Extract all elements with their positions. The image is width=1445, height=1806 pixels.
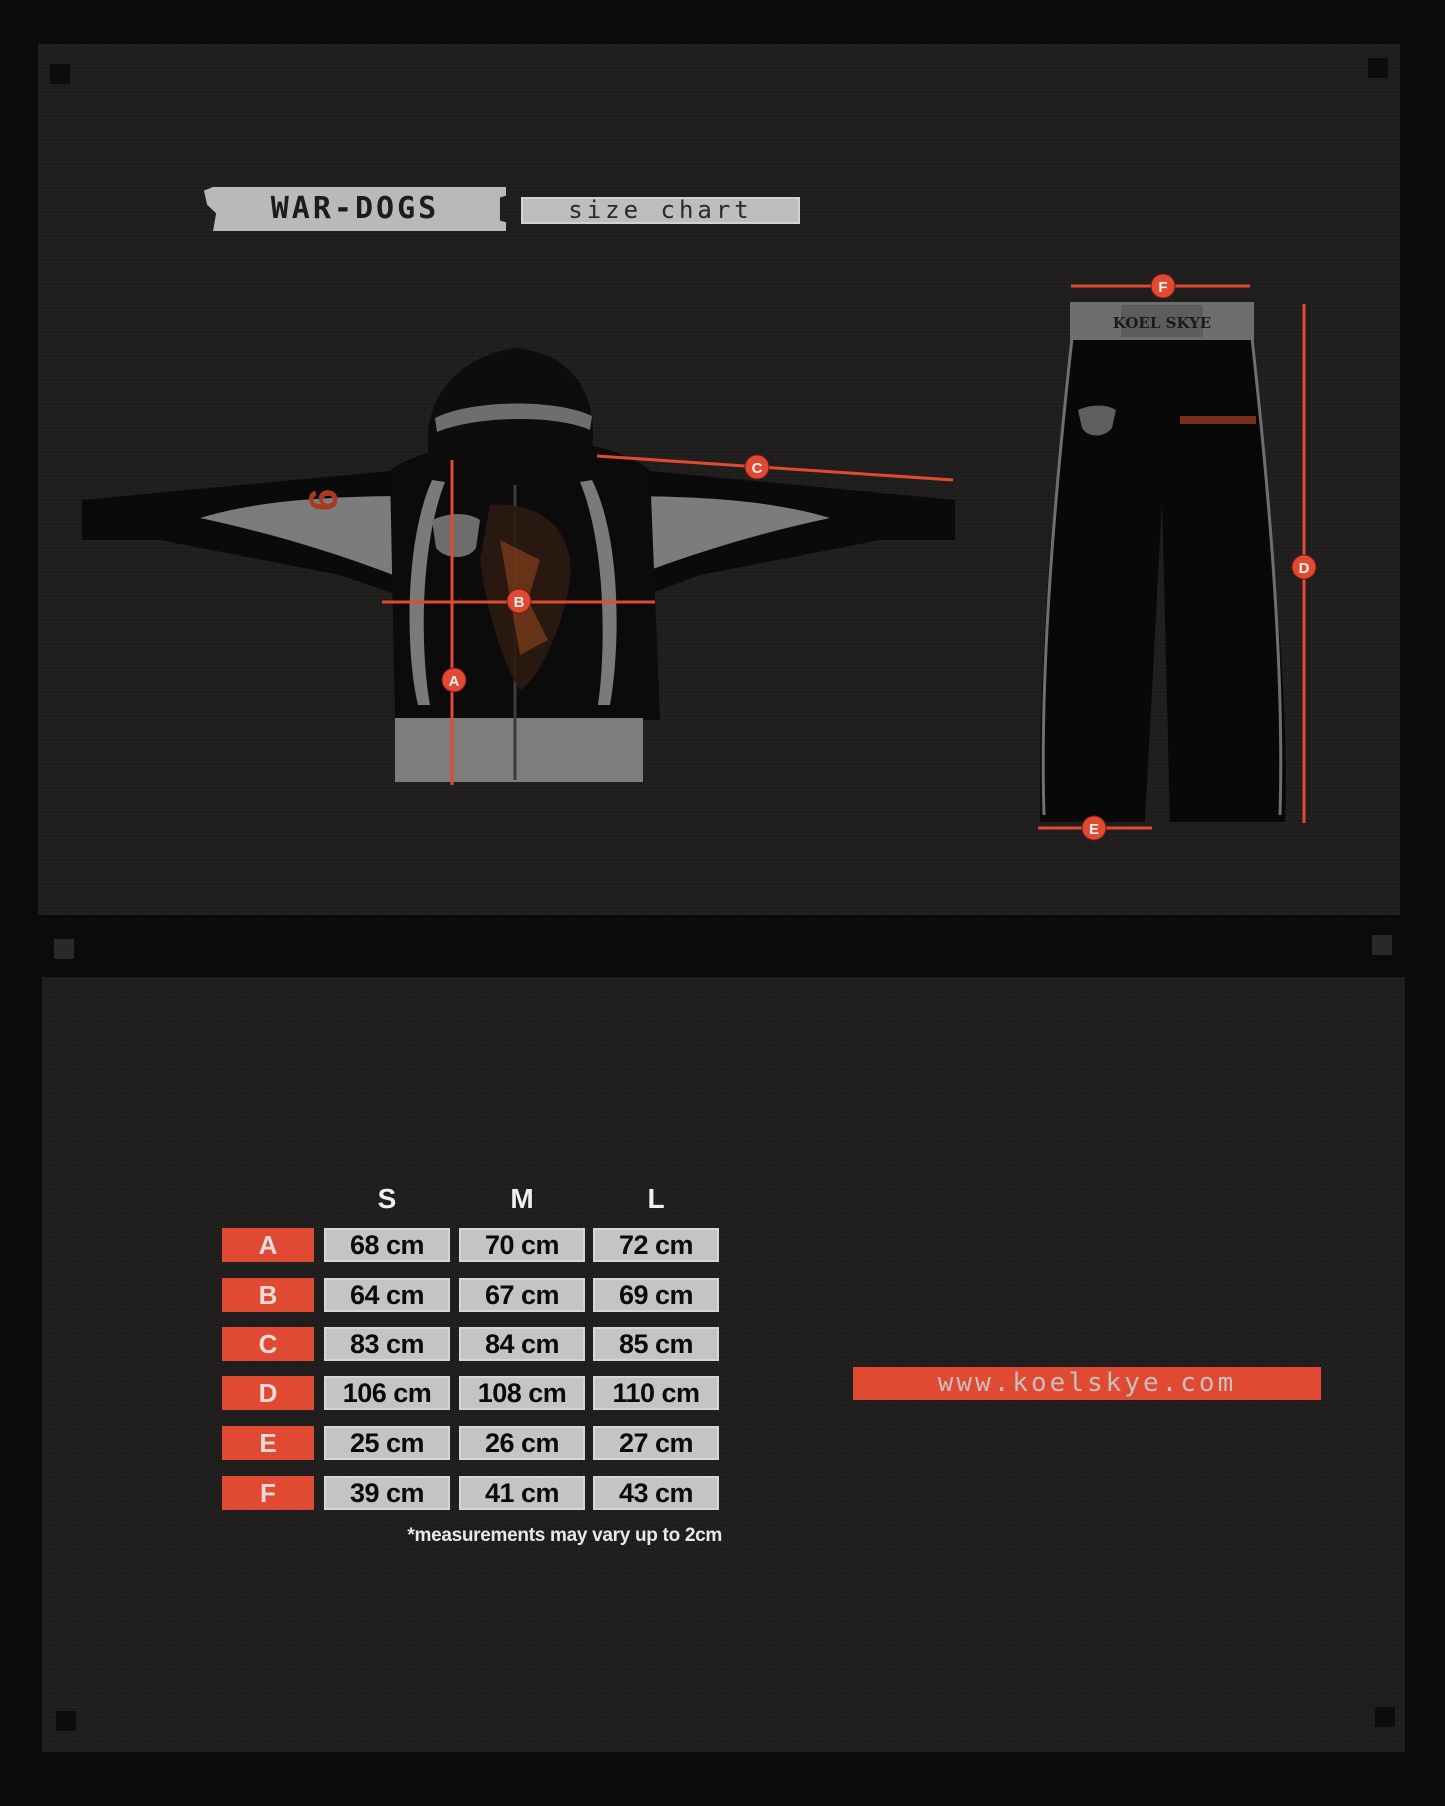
table-cell: 72 cm: [593, 1228, 719, 1262]
table-cell: 85 cm: [593, 1327, 719, 1361]
table-cell: 64 cm: [324, 1278, 450, 1312]
page-title: size chart: [521, 197, 800, 224]
measurement-note: *measurements may vary up to 2cm: [407, 1525, 722, 1546]
table-cell: 84 cm: [459, 1327, 585, 1361]
table-cell: 108 cm: [459, 1376, 585, 1410]
pants-illustration: KOEL SKYE: [1038, 284, 1306, 830]
svg-text:E: E: [1089, 821, 1099, 838]
hoodie-illustration: 9: [82, 348, 955, 785]
svg-text:C: C: [752, 460, 763, 477]
svg-text:F: F: [1158, 279, 1167, 296]
size-table-panel: [42, 977, 1405, 1752]
registration-mark: [1375, 1707, 1395, 1727]
table-cell: 26 cm: [459, 1426, 585, 1460]
table-cell: 68 cm: [324, 1228, 450, 1262]
garment-diagram: 9 A B C KOEL SKYE F: [82, 273, 1317, 841]
row-label-a: A: [222, 1228, 314, 1262]
table-cell: 27 cm: [593, 1426, 719, 1460]
table-cell: 70 cm: [459, 1228, 585, 1262]
table-cell: 83 cm: [324, 1327, 450, 1361]
svg-text:A: A: [449, 673, 460, 690]
svg-text:B: B: [514, 594, 525, 611]
table-cell: 106 cm: [324, 1376, 450, 1410]
row-label-f: F: [222, 1476, 314, 1510]
registration-mark: [56, 1711, 76, 1731]
registration-mark: [50, 64, 70, 84]
website-link[interactable]: www.koelskye.com: [853, 1367, 1321, 1400]
measurement-marker-f: F: [1150, 273, 1176, 299]
registration-mark: [1372, 935, 1392, 955]
measurement-marker-e: E: [1081, 815, 1107, 841]
measurement-marker-c: C: [744, 454, 770, 480]
brand-logo: WAR-DOGS: [204, 187, 506, 231]
column-header-m: M: [510, 1183, 534, 1214]
table-cell: 43 cm: [593, 1476, 719, 1510]
sleeve-number: 9: [300, 489, 344, 511]
column-header-s: S: [377, 1183, 397, 1214]
svg-text:D: D: [1299, 560, 1310, 577]
table-cell: 110 cm: [593, 1376, 719, 1410]
measurement-marker-d: D: [1291, 554, 1317, 580]
registration-mark: [1368, 58, 1388, 78]
column-header-l: L: [647, 1183, 665, 1214]
table-cell: 69 cm: [593, 1278, 719, 1312]
waistband-logo: KOEL SKYE: [1113, 314, 1212, 332]
row-label-e: E: [222, 1426, 314, 1460]
measurement-marker-b: B: [506, 588, 532, 614]
measurement-marker-a: A: [441, 667, 467, 693]
table-cell: 67 cm: [459, 1278, 585, 1312]
row-label-b: B: [222, 1278, 314, 1312]
table-cell: 25 cm: [324, 1426, 450, 1460]
table-cell: 41 cm: [459, 1476, 585, 1510]
row-label-c: C: [222, 1327, 314, 1361]
registration-mark: [54, 939, 74, 959]
row-label-d: D: [222, 1376, 314, 1410]
table-cell: 39 cm: [324, 1476, 450, 1510]
